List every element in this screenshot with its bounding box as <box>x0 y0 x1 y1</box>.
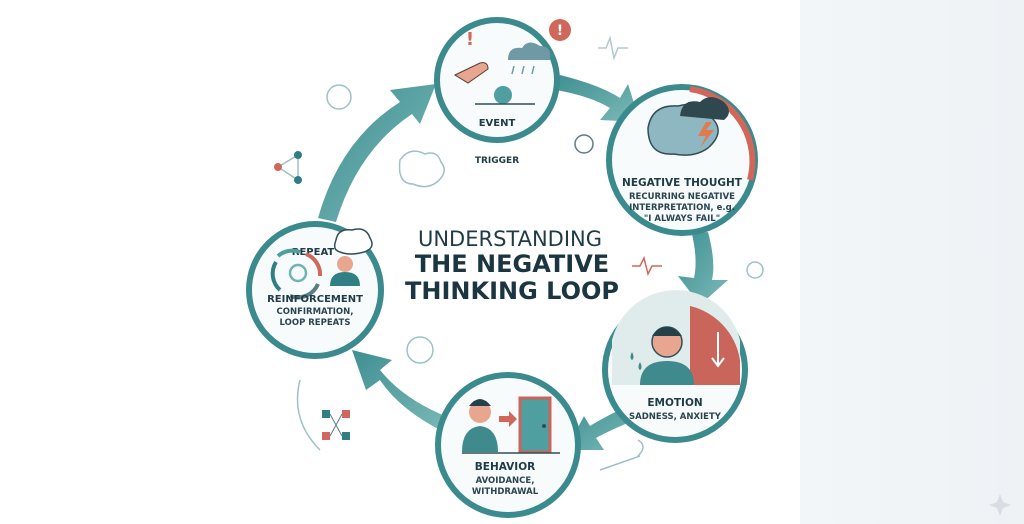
alert-icon <box>549 19 571 41</box>
node-behavior: BEHAVIOR AVOIDANCE, WITHDRAWAL <box>435 372 581 518</box>
network-box-square <box>342 410 350 418</box>
sad-person-body <box>640 361 694 385</box>
diagram-title: UNDERSTANDING THE NEGATIVE THINKING LOOP <box>405 227 619 305</box>
sad-person-hair <box>652 327 682 336</box>
repeat-sub2: LOOP REPEATS <box>280 318 351 328</box>
network-box-icon <box>322 410 350 440</box>
ball-icon <box>494 86 512 104</box>
alert-icon-mark: ! <box>557 23 563 39</box>
network-node-teal <box>294 176 302 184</box>
hand-icon <box>453 62 489 84</box>
arrow-event-to-thought <box>556 75 640 122</box>
person-covering-face-icon <box>469 401 491 423</box>
emotion-sub1: SADNESS, ANXIETY <box>629 412 722 422</box>
reinforcement-label: REINFORCEMENT <box>267 294 363 305</box>
person-icon <box>337 256 353 272</box>
thought-bubble-icon <box>333 228 373 255</box>
arrow-repeat-to-event <box>318 84 436 222</box>
thought-sub2: INTERPRETATION, e.g. <box>629 203 735 213</box>
cycle-arrows-icon <box>270 248 323 300</box>
background-panel <box>800 0 1024 524</box>
person-hair <box>469 399 491 406</box>
brain-outline-icon <box>398 150 445 188</box>
cycle-segment <box>270 260 282 292</box>
door-knob <box>542 424 546 428</box>
person-icon-body <box>330 272 360 286</box>
event-caption: TRIGGER <box>475 156 519 166</box>
exclamation-icon: ! <box>466 29 474 50</box>
cycle-segment <box>289 283 320 300</box>
rain-drops-icon <box>511 65 535 75</box>
cycle-segment <box>305 252 323 277</box>
event-label: EVENT <box>479 118 516 129</box>
network-box-links <box>329 413 343 437</box>
person-body <box>462 426 498 452</box>
behavior-sub1: AVOIDANCE, <box>476 476 535 486</box>
right-arrow-icon <box>499 411 517 427</box>
network-box-square <box>342 432 350 440</box>
title-line2: THE NEGATIVE <box>415 250 609 278</box>
clock-icon <box>574 134 594 154</box>
node-event: ! ! EVENT <box>434 17 571 143</box>
node-negative-thought: NEGATIVE THOUGHT RECURRING NEGATIVE INTE… <box>606 84 758 236</box>
cloud-rain-icon <box>508 42 551 60</box>
repeat-label: REPEAT <box>292 247 335 258</box>
behavior-label: BEHAVIOR <box>475 461 535 473</box>
arrow-behavior-to-repeat <box>352 350 450 432</box>
swap-arrows-icon <box>599 439 644 471</box>
head-doodle-icon <box>406 336 434 364</box>
network-doodle-icon <box>276 153 299 182</box>
network-box-square <box>322 410 330 418</box>
thought-sub1: RECURRING NEGATIVE <box>629 192 735 202</box>
wave-red-icon <box>632 255 662 277</box>
brain-doodle-icon <box>326 84 352 110</box>
curve-arrow-doodle <box>296 379 321 451</box>
node-repeat: REPEAT REINFORCEMENT CONFIRMATION, LOOP … <box>246 221 384 359</box>
arrow-thought-to-emotion <box>678 232 728 305</box>
repeat-sub1: CONFIRMATION, <box>277 307 354 317</box>
cycle-inner-ring <box>288 263 308 283</box>
title-line1: UNDERSTANDING <box>418 227 602 251</box>
network-node-red <box>274 163 282 171</box>
down-arrow-icon <box>711 332 725 368</box>
sparkle-icon <box>989 494 1011 516</box>
title-line3: THINKING LOOP <box>405 277 619 305</box>
node-emotion: EMOTION SADNESS, ANXIETY <box>602 290 748 443</box>
person-doodle-icon <box>746 261 764 279</box>
emotion-label: EMOTION <box>647 397 702 409</box>
network-node-teal <box>294 151 302 159</box>
behavior-sub2: WITHDRAWAL <box>472 487 539 497</box>
thought-circle-accent <box>689 86 756 181</box>
storm-cloud-icon <box>680 97 729 120</box>
wave-doodle-icon <box>598 35 628 61</box>
emotion-red-panel <box>690 306 740 385</box>
cycle-segment <box>276 248 301 258</box>
tear-drops-icon <box>630 352 642 370</box>
thought-label: NEGATIVE THOUGHT <box>622 177 743 189</box>
thought-sub3: "I ALWAYS FAIL" <box>644 214 720 224</box>
network-box-square <box>322 432 330 440</box>
lightning-icon <box>698 122 714 148</box>
decorative-doodles <box>274 35 764 471</box>
